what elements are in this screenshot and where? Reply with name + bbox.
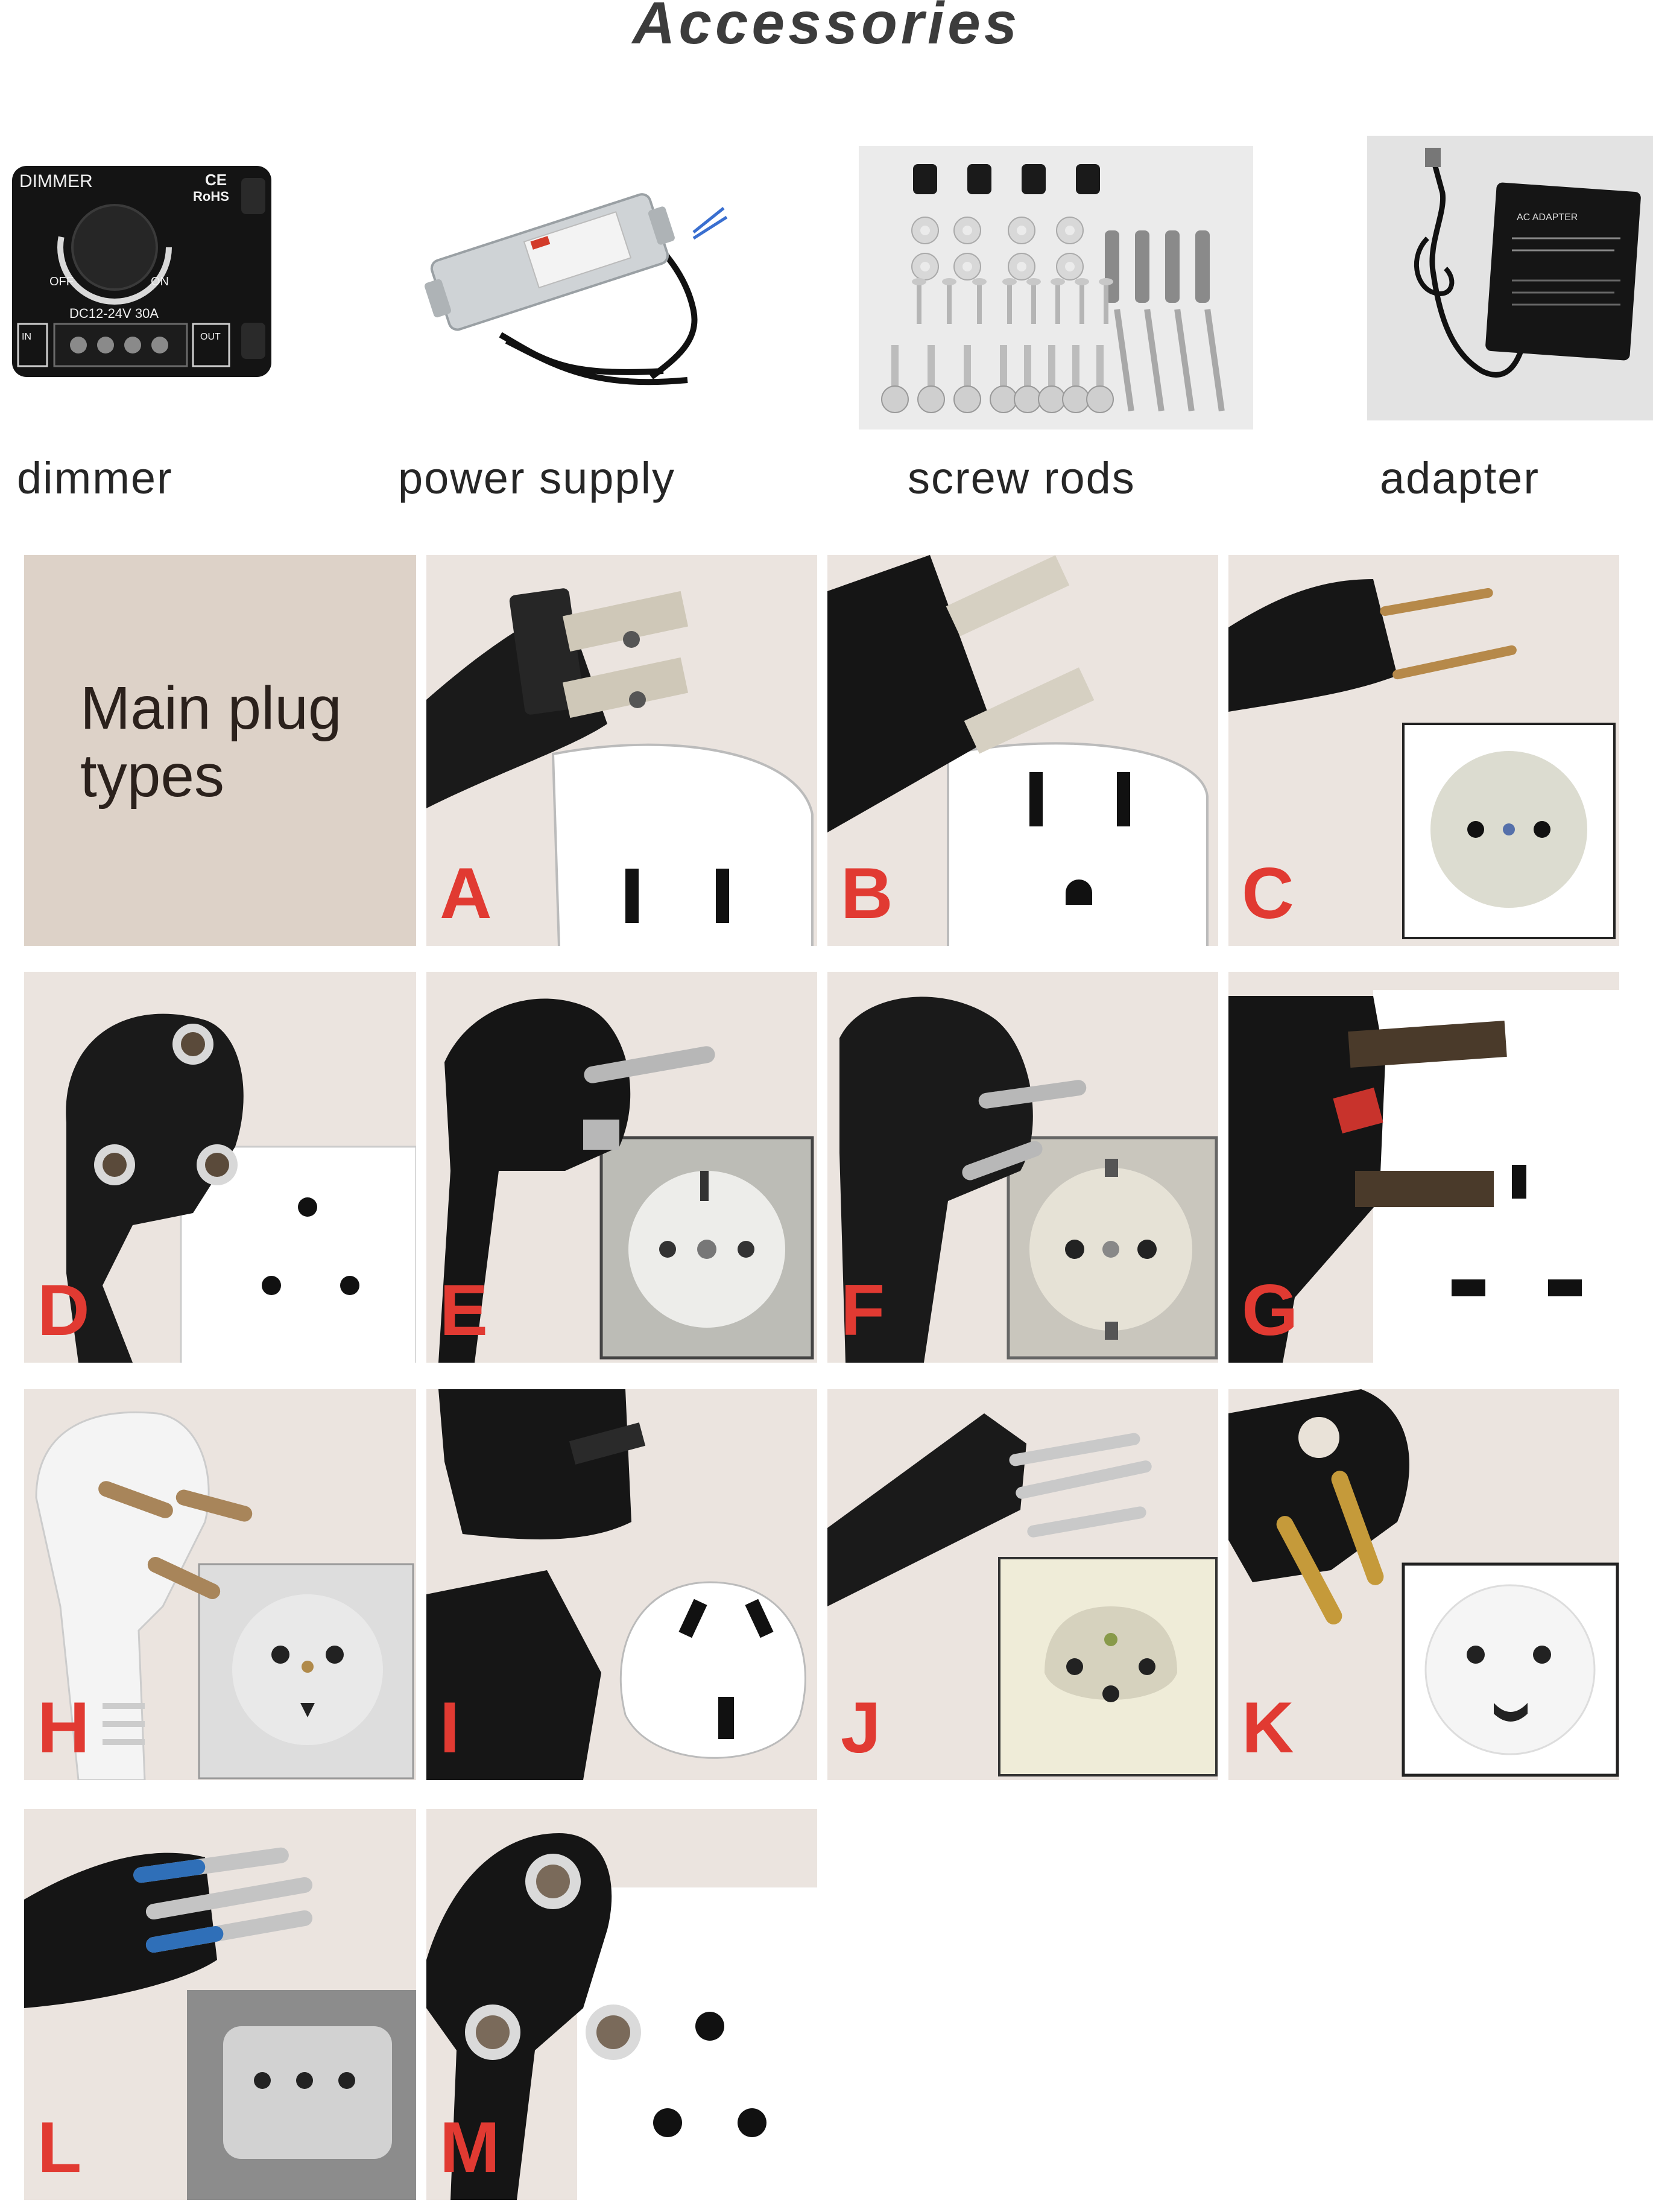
accessory-label-screw-rods: screw rods xyxy=(908,453,1136,503)
plug-letter-d: D xyxy=(37,1270,90,1351)
plug-letter-g: G xyxy=(1242,1270,1298,1351)
accessory-label-dimmer: dimmer xyxy=(17,453,173,503)
dimmer-brand-text: DIMMER xyxy=(19,171,93,191)
screw-rods-image xyxy=(859,146,1253,429)
dimmer-in-text: IN xyxy=(22,332,31,342)
dimmer-image: DIMMER CE RoHS OFF ON DC12-24V 30A IN OU… xyxy=(12,160,271,383)
plug-letter-l: L xyxy=(37,2107,82,2188)
page-title: Accessories xyxy=(632,0,1021,56)
plug-card-f: F xyxy=(827,972,1218,1363)
power-supply-image xyxy=(410,160,748,395)
accessory-label-adapter: adapter xyxy=(1380,453,1540,503)
adapter-image: AC ADAPTER xyxy=(1367,136,1653,420)
plug-letter-h: H xyxy=(37,1687,90,1768)
plug-letter-b: B xyxy=(841,853,893,934)
plug-letter-f: F xyxy=(841,1270,885,1351)
plug-card-b: B xyxy=(827,555,1218,946)
plug-card-d: D xyxy=(24,972,416,1363)
dimmer-rohs-text: RoHS xyxy=(193,189,229,204)
plug-section-title-line1: Main plug xyxy=(80,674,342,742)
adapter-label-text: AC ADAPTER xyxy=(1517,212,1578,223)
plug-letter-j: J xyxy=(841,1687,881,1768)
plug-card-k: K xyxy=(1228,1389,1619,1780)
plug-letter-c: C xyxy=(1242,853,1294,934)
plug-card-l: L xyxy=(24,1809,416,2200)
plug-letter-e: E xyxy=(440,1270,488,1351)
plug-letter-a: A xyxy=(440,853,492,934)
plug-card-c: C xyxy=(1228,555,1619,946)
dimmer-on-text: ON xyxy=(151,275,169,288)
dimmer-spec-text: DC12-24V 30A xyxy=(69,306,159,321)
dimmer-off-text: OFF xyxy=(49,275,74,288)
plug-section-intro: Main plug types xyxy=(24,555,416,946)
accessory-label-power-supply: power supply xyxy=(398,453,676,503)
plug-card-a: A xyxy=(426,555,817,946)
plug-card-e: E xyxy=(426,972,817,1363)
plug-card-j: J xyxy=(827,1389,1218,1780)
plug-section-title-line2: types xyxy=(80,742,225,810)
dimmer-out-text: OUT xyxy=(200,332,221,342)
plug-letter-i: I xyxy=(440,1687,460,1768)
plug-letter-m: M xyxy=(440,2107,500,2188)
plug-card-m: M xyxy=(426,1809,817,2200)
plug-card-i: I xyxy=(426,1389,817,1780)
plug-card-h: H xyxy=(24,1389,416,1780)
plug-card-g: G xyxy=(1228,972,1619,1363)
dimmer-ce-text: CE xyxy=(205,171,227,189)
plug-letter-k: K xyxy=(1242,1687,1294,1768)
